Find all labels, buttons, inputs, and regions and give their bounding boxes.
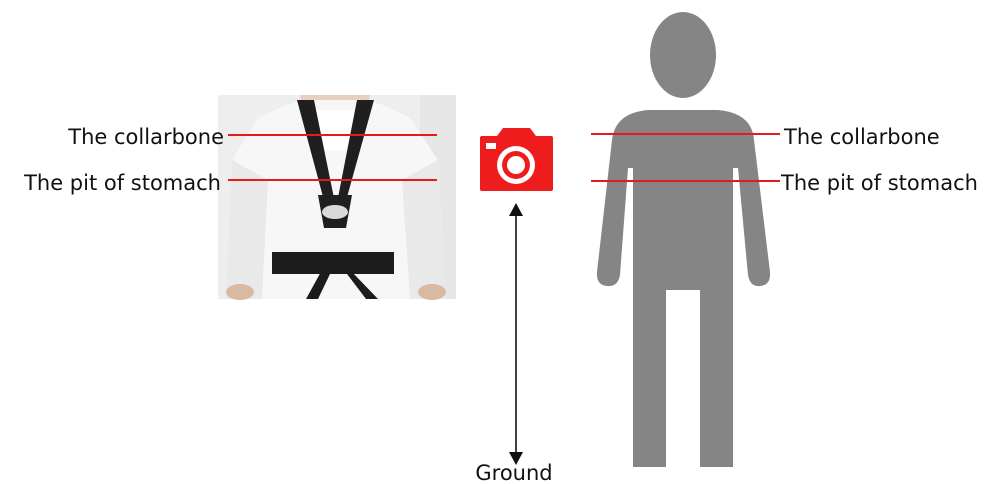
double-headed-arrow-icon xyxy=(509,203,523,465)
uniform-photo xyxy=(218,95,456,300)
left-collarbone-label: The collarbone xyxy=(67,125,224,149)
ground-label: Ground xyxy=(475,461,552,484)
camera-icon xyxy=(480,128,553,191)
person-silhouette-icon xyxy=(597,12,770,467)
left-pit-label: The pit of stomach xyxy=(23,171,221,195)
right-collarbone-label: The collarbone xyxy=(783,125,940,149)
right-pit-label: The pit of stomach xyxy=(780,171,978,195)
